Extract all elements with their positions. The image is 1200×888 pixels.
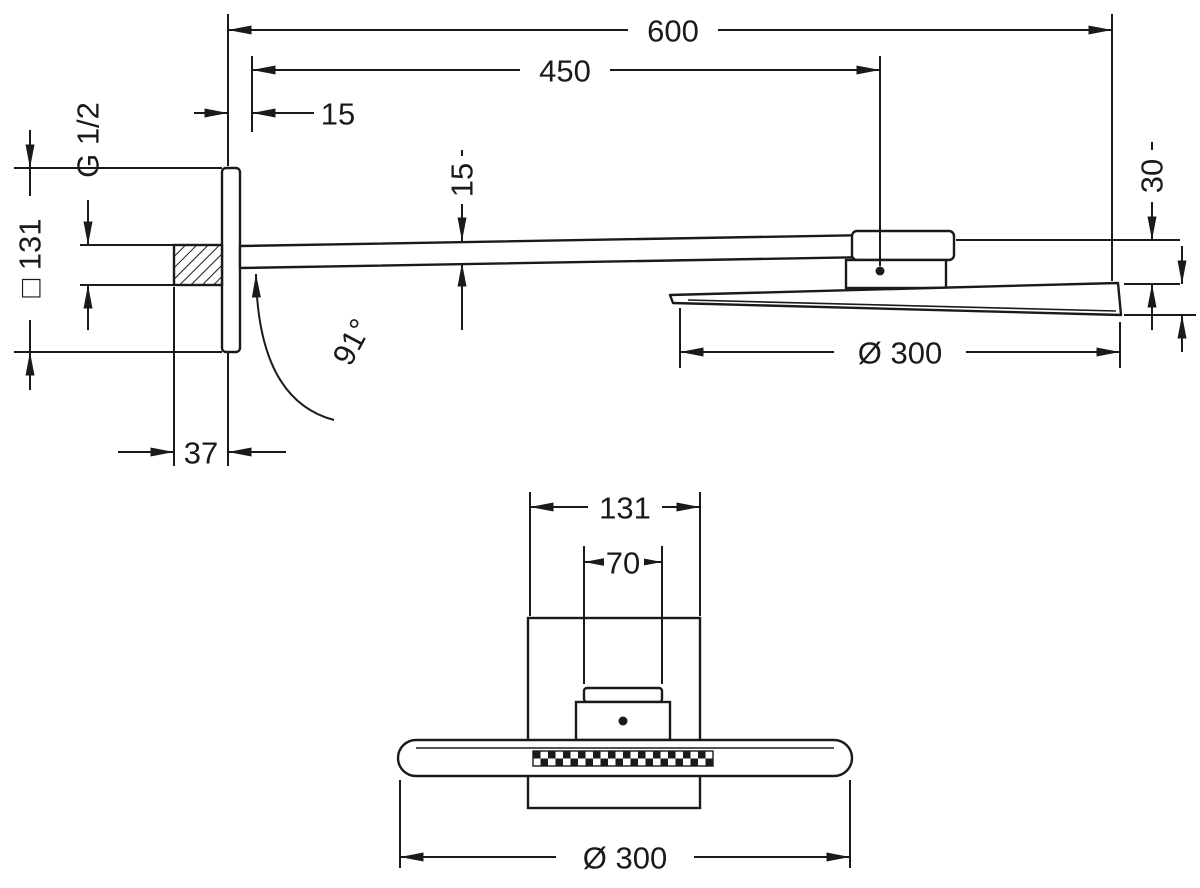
shower-head-side xyxy=(668,281,1123,317)
dim-dia300-side-label: Ø 300 xyxy=(858,336,942,371)
thread-nipple xyxy=(172,243,224,287)
shower-arm xyxy=(238,233,902,270)
dim-600-label: 600 xyxy=(647,14,699,49)
wall-plate-side xyxy=(220,166,242,354)
bottom-view-parts xyxy=(396,616,854,810)
dim-37-label: 37 xyxy=(184,436,218,471)
dim-131-plate-side-label: □ 131 xyxy=(13,218,48,297)
dim-dia300-bottom-label: Ø 300 xyxy=(583,841,667,876)
dim-g12-label: G 1/2 xyxy=(71,102,106,178)
dim-131-bottom: 131 xyxy=(529,489,701,616)
dim-15-offset: 15 xyxy=(194,97,355,132)
connector-cap-bottom xyxy=(582,686,664,704)
dim-450: 450 xyxy=(251,52,881,266)
dim-600: 600 xyxy=(227,12,1113,281)
dim-30-label: 30 xyxy=(1135,159,1170,193)
dim-30: 30 xyxy=(956,142,1180,330)
dim-70-label: 70 xyxy=(606,546,640,581)
pivot-dot xyxy=(875,266,885,276)
side-view: 600 450 15 G 1/2 xyxy=(12,12,1196,471)
dim-131-plate-side: □ 131 xyxy=(12,130,222,390)
dim-angle-91: 91° xyxy=(251,273,379,421)
arm-connector xyxy=(844,258,948,290)
dim-15-arm-label: 15 xyxy=(445,163,480,197)
dim-g12: G 1/2 xyxy=(71,102,174,330)
side-view-parts xyxy=(172,166,1123,354)
dim-37: 37 xyxy=(118,287,286,471)
dim-70: 70 xyxy=(583,545,663,684)
dim-15-offset-label: 15 xyxy=(321,97,355,132)
dim-angle-91-label: 91° xyxy=(326,313,379,371)
connector-dot xyxy=(618,716,628,726)
bottom-view: 131 70 Ø 300 xyxy=(396,489,854,876)
connector-bottom xyxy=(574,700,672,742)
shower-head-rim-line xyxy=(687,299,1117,312)
dim-head-edge xyxy=(1124,246,1196,352)
dim-dia300-side: Ø 300 xyxy=(679,308,1121,371)
dim-dia300-bottom: Ø 300 xyxy=(399,780,851,876)
dim-450-label: 450 xyxy=(539,54,591,89)
dim-15-arm: 15 xyxy=(444,150,480,330)
arm-end xyxy=(850,229,956,262)
dim-131-bottom-label: 131 xyxy=(599,491,651,526)
nozzle-band xyxy=(532,750,714,767)
